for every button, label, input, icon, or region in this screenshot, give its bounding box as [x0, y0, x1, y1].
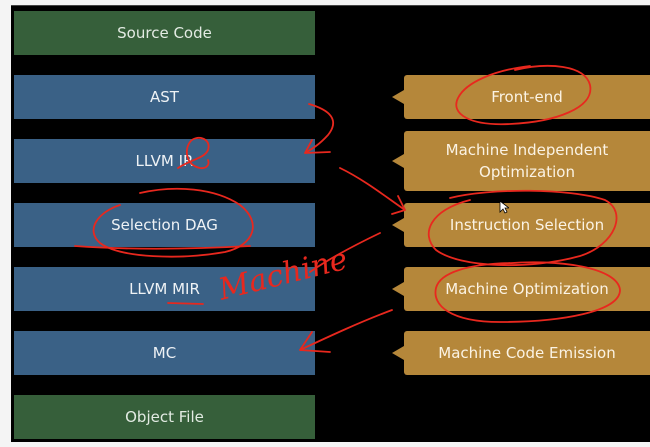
- stage-label: Object File: [125, 408, 204, 426]
- stage-ast: AST: [14, 75, 315, 119]
- phase-machine-optimization: Machine Optimization: [392, 267, 650, 311]
- phase-front-end: Front-end: [392, 75, 650, 119]
- stage-selection-dag: Selection DAG: [14, 203, 315, 247]
- stage-label: Source Code: [117, 24, 212, 42]
- stage-label: Selection DAG: [111, 216, 218, 234]
- stage-llvm-ir: LLVM IR: [14, 139, 315, 183]
- phase-machine-code-emission: Machine Code Emission: [392, 331, 650, 375]
- stage-llvm-mir: LLVM MIR: [14, 267, 315, 311]
- phase-label: Machine Optimization: [445, 280, 609, 298]
- mouse-cursor-icon: [499, 200, 509, 214]
- stage-label: LLVM MIR: [129, 280, 200, 298]
- stage-label: LLVM IR: [135, 152, 194, 170]
- stage-mc: MC: [14, 331, 315, 375]
- stage-label: AST: [150, 88, 179, 106]
- stage-object-file: Object File: [14, 395, 315, 439]
- phase-label: Front-end: [491, 88, 563, 106]
- phase-label: Machine Code Emission: [438, 344, 616, 362]
- phase-label: Instruction Selection: [449, 216, 605, 234]
- phase-instruction-selection: Instruction Selection: [392, 203, 650, 247]
- stage-source-code: Source Code: [14, 11, 315, 55]
- stage-label: MC: [152, 344, 177, 362]
- phase-machine-independent-optimization: Machine Independent Optimization: [392, 131, 650, 191]
- phase-label: Machine Independent Optimization: [445, 141, 609, 181]
